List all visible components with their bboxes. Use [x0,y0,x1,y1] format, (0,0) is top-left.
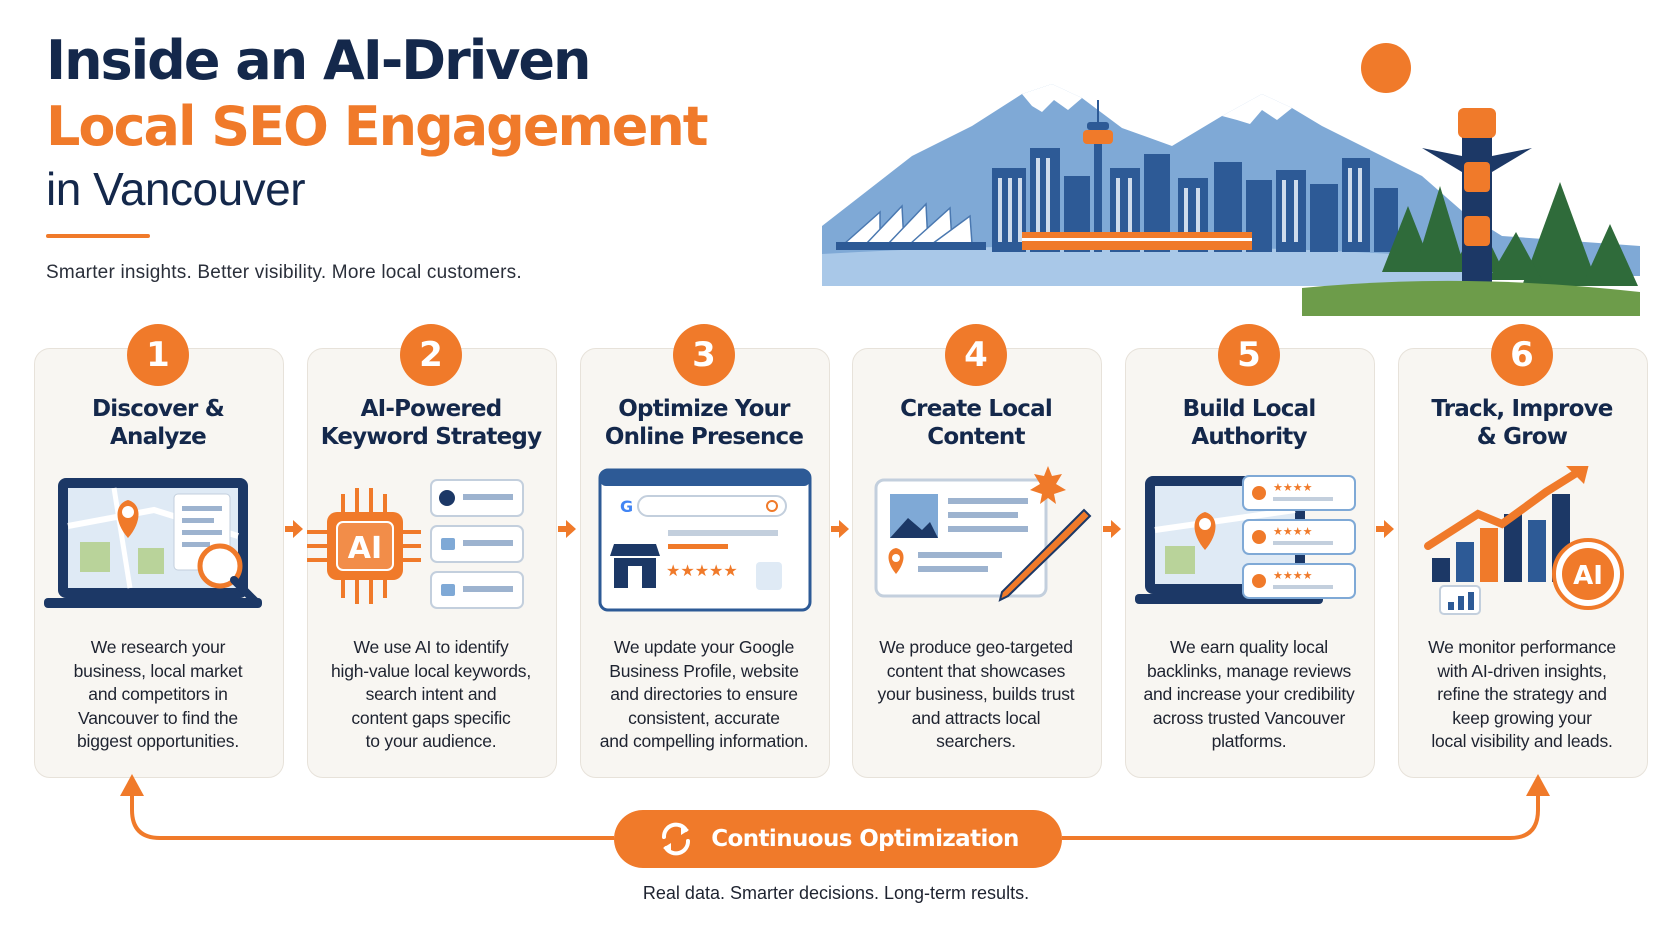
step-number-1: 1 [127,324,189,386]
title-line-1: Inside an AI-Driven [46,29,591,92]
continuous-optimization-pill: Continuous Optimization [614,810,1062,868]
title-line-2: Local SEO Engagement [46,95,709,158]
arrow-right-icon [285,520,303,538]
step-number-5: 5 [1218,324,1280,386]
page-title: Inside an AI-Driven Local SEO Engagement… [46,29,709,215]
svg-text:★★★★: ★★★★ [1273,525,1313,538]
vancouver-skyline-illustration [822,43,1640,316]
laptop-reviews-icon: ★★★★ ★★★★ ★★★★ [1135,475,1356,604]
browser-business-profile-icon: G ★★★★★ [598,468,812,612]
ai-badge-label: AI [1573,561,1603,591]
growth-chart-ai-icon: AI [1424,466,1624,615]
step-number-6: 6 [1491,324,1553,386]
arrow-right-icon [1376,520,1394,538]
step-number-4: 4 [945,324,1007,386]
step-title-6: Track, Improve& Grow [1431,396,1613,450]
search-letter: G [620,497,633,516]
svg-text:★★★★: ★★★★ [1273,481,1313,494]
title-underline [46,234,150,238]
title-line-3: in Vancouver [46,163,306,215]
continuous-optimization-label: Continuous Optimization [711,826,1019,852]
arrow-right-icon [558,520,576,538]
svg-text:★★★★: ★★★★ [1273,569,1313,582]
page-subtitle: Smarter insights. Better visibility. Mor… [46,262,522,283]
step-number-2: 2 [400,324,462,386]
ai-chip-keywords-icon: AI [307,479,524,609]
footer-tagline: Real data. Smarter decisions. Long-term … [642,883,1030,903]
arrow-right-icon [831,520,849,538]
content-pen-maple-icon [874,466,1092,602]
step-number-3: 3 [673,324,735,386]
step-title-1: Discover &Analyze [91,396,225,450]
refresh-cycle-icon [662,822,691,856]
arrow-right-icon [1103,520,1121,538]
laptop-map-magnifier-icon [44,478,262,608]
optimization-loop-arrows [120,774,1550,840]
ai-chip-label: AI [348,531,382,566]
svg-text:★★★★★: ★★★★★ [666,561,738,580]
